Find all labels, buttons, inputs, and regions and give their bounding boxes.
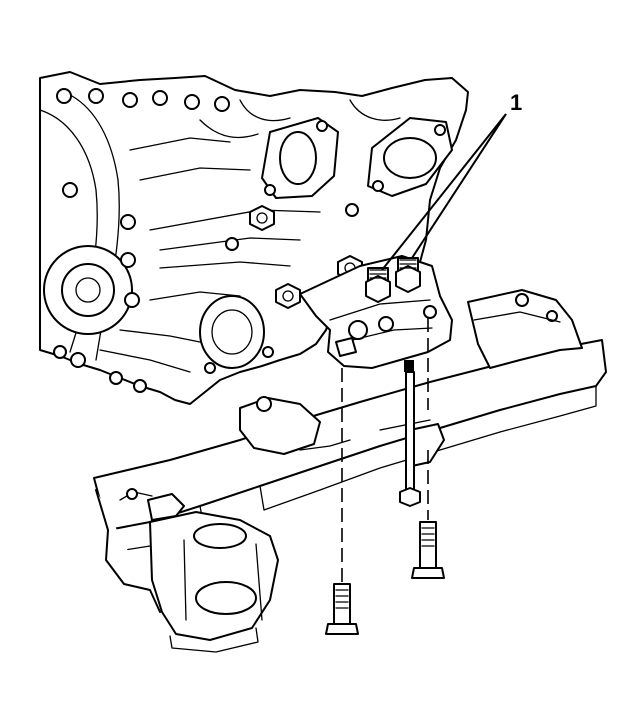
callout-1: 1 [381,90,522,271]
mount-stud-left [365,267,391,303]
stud-center [399,360,421,507]
callout-leader-left [381,113,507,271]
bolt-left [325,583,359,635]
callout-leader-right [411,113,507,259]
mount-stud-right [395,257,421,293]
callout-label: 1 [510,90,522,115]
engine-cradle [93,289,607,653]
bolt-right [411,450,445,579]
engine-block [39,71,469,405]
